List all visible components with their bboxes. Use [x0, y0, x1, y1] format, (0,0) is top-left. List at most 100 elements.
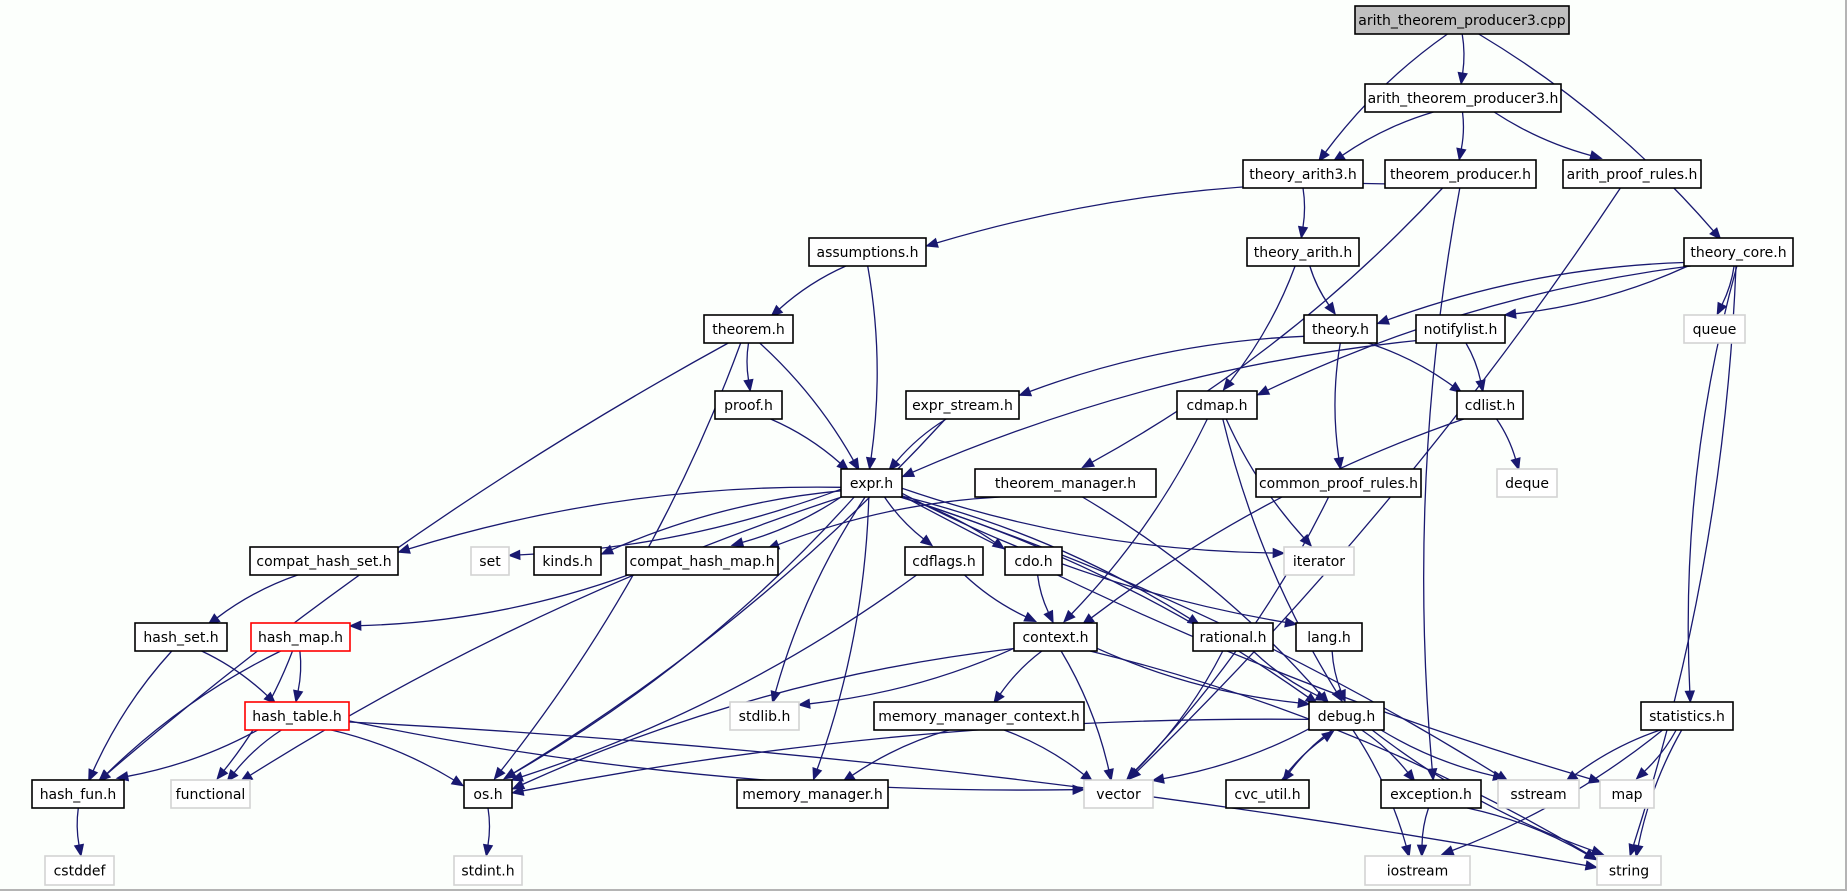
node-theorem-manager[interactable]: theorem_manager.h [974, 468, 1157, 498]
arrowhead-icon [1297, 697, 1311, 709]
node-label: cvc_util.h [1234, 787, 1300, 803]
edge-notifylist-to-cdlist [1465, 342, 1482, 381]
edge-notifylist-to-expr [912, 339, 1417, 473]
node-cvc-util[interactable]: cvc_util.h [1225, 779, 1310, 809]
edge-hash_table-to-hash_fun [127, 729, 259, 777]
arrowhead-icon [1151, 773, 1165, 784]
node-box [1354, 5, 1570, 35]
node-common-proof-rules[interactable]: common_proof_rules.h [1255, 468, 1422, 498]
node-label: set [479, 554, 501, 570]
node-label: kinds.h [542, 554, 592, 570]
edge-statistics-to-sstream [1574, 729, 1661, 776]
node-label: assumptions.h [817, 245, 919, 261]
arrowhead-icon [743, 378, 754, 393]
node-box [1497, 779, 1580, 809]
node-cdmap[interactable]: cdmap.h [1176, 390, 1258, 420]
node-box [1013, 622, 1098, 652]
edge-hash_set-to-hash_table [201, 650, 268, 697]
node-hash-fun[interactable]: hash_fun.h [31, 779, 125, 809]
node-box [44, 855, 115, 886]
node-rational[interactable]: rational.h [1192, 622, 1274, 652]
node-theory-arith3[interactable]: theory_arith3.h [1242, 159, 1364, 189]
node-box [625, 546, 779, 576]
arrowhead-icon [216, 766, 229, 781]
edge-context-to-vector [1060, 650, 1110, 770]
node-label: arith_theorem_producer3.h [1368, 91, 1559, 107]
node-label: stdlib.h [739, 709, 791, 725]
node-box [1295, 622, 1363, 652]
node-kinds[interactable]: kinds.h [533, 546, 602, 576]
edge-theory_core-to-theory [1387, 261, 1685, 321]
node-atp3h[interactable]: arith_theorem_producer3.h [1364, 83, 1562, 113]
node-box [453, 855, 523, 886]
node-deque: deque [1496, 468, 1558, 498]
arrowhead-icon [1403, 768, 1416, 783]
node-hash-set[interactable]: hash_set.h [134, 622, 228, 652]
edge-debug-to-exception [1361, 729, 1409, 773]
node-box [244, 701, 350, 731]
node-map: map [1599, 779, 1655, 809]
node-cdo[interactable]: cdo.h [1004, 546, 1063, 576]
node-label: cdflags.h [912, 554, 976, 570]
node-box [873, 701, 1085, 731]
node-compat-hash-map[interactable]: compat_hash_map.h [625, 546, 779, 576]
edge-context-to-stdlib [809, 647, 1015, 705]
edge-theory_arith-to-cdmap [1229, 265, 1296, 382]
arrowhead-icon [73, 843, 85, 858]
node-box [703, 314, 794, 344]
node-mm-context[interactable]: memory_manager_context.h [873, 701, 1085, 731]
node-box [1255, 468, 1422, 498]
edge-rational-to-debug [1252, 650, 1318, 697]
node-statistics[interactable]: statistics.h [1640, 701, 1734, 731]
node-memory-manager[interactable]: memory_manager.h [736, 779, 889, 809]
edge-context-to-os [522, 647, 1015, 785]
node-label: string [1609, 864, 1649, 880]
node-theorem-producer[interactable]: theorem_producer.h [1384, 159, 1537, 189]
node-expr[interactable]: expr.h [840, 468, 903, 498]
edge-theorem_producer-to-theorem_manager [1091, 187, 1444, 463]
edge-theory-to-common_proof_rules [1334, 342, 1341, 459]
node-notifylist[interactable]: notifylist.h [1415, 314, 1506, 344]
node-theorem[interactable]: theorem.h [703, 314, 794, 344]
edge-theory_core-to-string [1632, 265, 1737, 846]
node-context[interactable]: context.h [1013, 622, 1098, 652]
arrowhead-icon [865, 456, 877, 471]
arrowhead-icon [919, 534, 934, 547]
edge-cdlist-to-deque [1496, 418, 1517, 460]
edge-cdflags-to-context [964, 574, 1027, 618]
node-label: map [1611, 787, 1642, 803]
node-proof[interactable]: proof.h [714, 390, 783, 420]
node-theory-core[interactable]: theory_core.h [1683, 237, 1794, 267]
node-assumptions[interactable]: assumptions.h [808, 237, 927, 267]
node-debug[interactable]: debug.h [1308, 701, 1385, 731]
arrowhead-icon [1475, 379, 1486, 393]
node-os[interactable]: os.h [463, 779, 513, 809]
node-compat-hash-set[interactable]: compat_hash_set.h [249, 546, 399, 576]
node-box [1599, 779, 1655, 809]
edge-expr-to-compat_hash_set [408, 486, 842, 550]
edge-debug-to-os [522, 718, 1310, 792]
node-box [974, 468, 1157, 498]
node-label: arith_proof_rules.h [1567, 167, 1698, 183]
nodes-layer: arith_theorem_producer3.cpp arith_theorem… [31, 5, 1794, 886]
node-exception[interactable]: exception.h [1380, 779, 1482, 809]
node-label: memory_manager.h [742, 787, 882, 803]
node-hash-map[interactable]: hash_map.h [250, 622, 351, 652]
node-queue: queue [1683, 314, 1746, 344]
arrowhead-icon [1321, 730, 1335, 743]
node-cdlist[interactable]: cdlist.h [1456, 390, 1524, 420]
edge-debug-to-sstream [1380, 729, 1494, 777]
arrowhead-icon [503, 768, 517, 780]
node-hash-table[interactable]: hash_table.h [244, 701, 350, 731]
node-arith-proof-rules[interactable]: arith_proof_rules.h [1562, 159, 1702, 189]
arrowhead-icon [226, 768, 239, 783]
arrowhead-icon [1272, 547, 1286, 559]
node-expr-stream[interactable]: expr_stream.h [905, 390, 1020, 420]
node-cpp[interactable]: arith_theorem_producer3.cpp [1354, 5, 1570, 35]
node-lang[interactable]: lang.h [1295, 622, 1363, 652]
node-theory[interactable]: theory.h [1303, 314, 1378, 344]
node-theory-arith[interactable]: theory_arith.h [1246, 237, 1360, 267]
arrowhead-icon [1590, 845, 1605, 856]
arrowhead-icon [1256, 385, 1271, 396]
node-cdflags[interactable]: cdflags.h [904, 546, 984, 576]
